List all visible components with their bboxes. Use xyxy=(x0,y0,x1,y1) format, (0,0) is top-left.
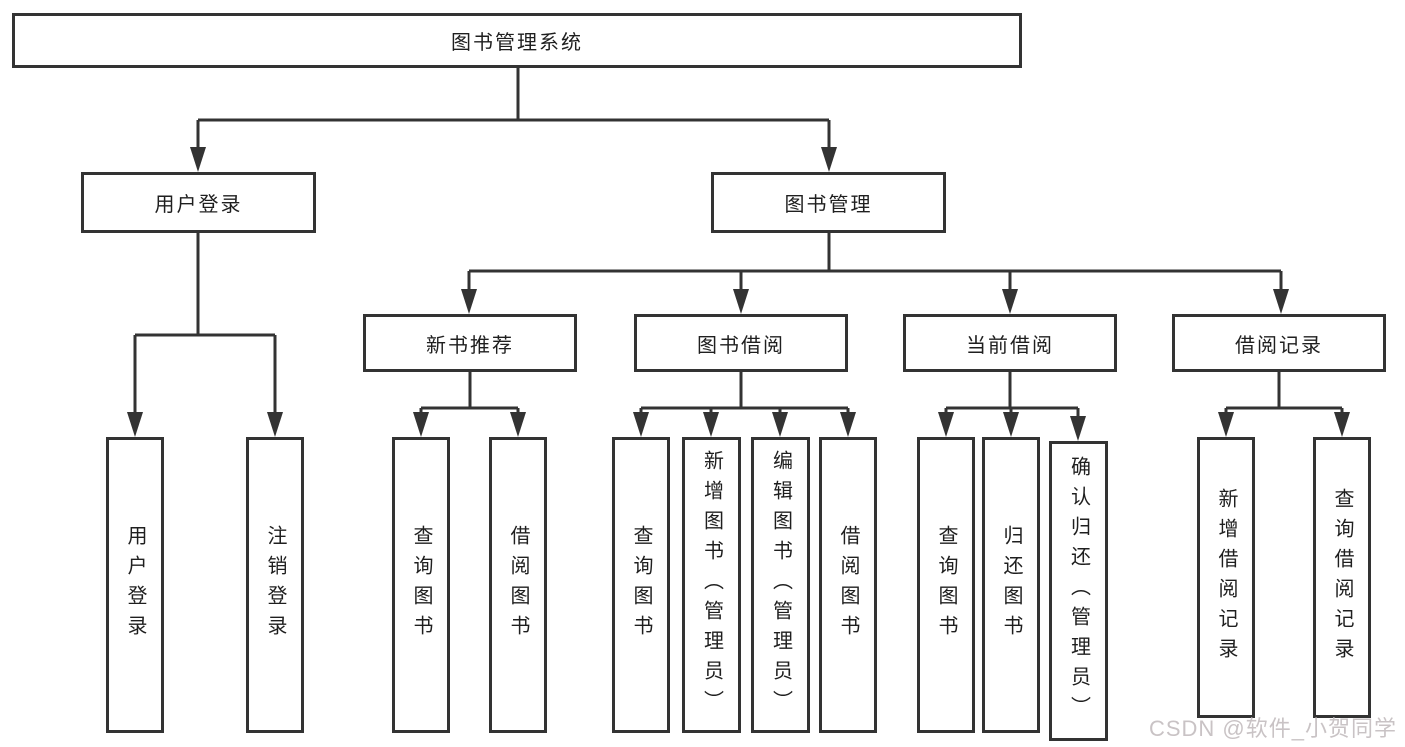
leaf-label: 查询借阅记录 xyxy=(1331,487,1353,668)
node-library-system: 图书管理系统 xyxy=(12,13,1022,68)
leaf-label: 注销登录 xyxy=(264,525,286,645)
leaf-label: 查询图书 xyxy=(410,525,432,645)
leaf-borrowing-edit-books-admin: 编辑图书（管理员） xyxy=(751,437,810,733)
leaf-borrowing-borrow-books: 借阅图书 xyxy=(819,437,877,733)
leaf-label: 归还图书 xyxy=(1000,525,1022,645)
node-new-book-recommendation: 新书推荐 xyxy=(363,314,577,372)
leaf-label: 确认归还（管理员） xyxy=(1067,456,1090,726)
leaf-label: 新增借阅记录 xyxy=(1215,487,1237,668)
leaf-label: 新增图书（管理员） xyxy=(700,450,723,720)
leaf-user-login: 用户登录 xyxy=(106,437,164,733)
leaf-current-confirm-return-admin: 确认归还（管理员） xyxy=(1049,441,1108,741)
node-borrowing-records: 借阅记录 xyxy=(1172,314,1386,372)
leaf-recommend-borrow-books: 借阅图书 xyxy=(489,437,547,733)
node-book-borrowing: 图书借阅 xyxy=(634,314,848,372)
leaf-label: 查询图书 xyxy=(630,525,652,645)
leaf-borrowing-search-books: 查询图书 xyxy=(612,437,670,733)
leaf-label: 编辑图书（管理员） xyxy=(769,450,792,720)
leaf-label: 用户登录 xyxy=(124,525,146,645)
leaf-label: 查询图书 xyxy=(935,525,957,645)
node-user-login: 用户登录 xyxy=(81,172,316,233)
leaf-records-search-record: 查询借阅记录 xyxy=(1313,437,1371,718)
leaf-current-return-books: 归还图书 xyxy=(982,437,1040,733)
leaf-current-search-books: 查询图书 xyxy=(917,437,975,733)
leaf-logout: 注销登录 xyxy=(246,437,304,733)
leaf-records-add-record: 新增借阅记录 xyxy=(1197,437,1255,718)
node-current-borrowing: 当前借阅 xyxy=(903,314,1117,372)
leaf-label: 借阅图书 xyxy=(507,525,529,645)
leaf-recommend-search-books: 查询图书 xyxy=(392,437,450,733)
leaf-borrowing-add-books-admin: 新增图书（管理员） xyxy=(682,437,741,733)
node-book-management: 图书管理 xyxy=(711,172,946,233)
leaf-label: 借阅图书 xyxy=(837,525,859,645)
